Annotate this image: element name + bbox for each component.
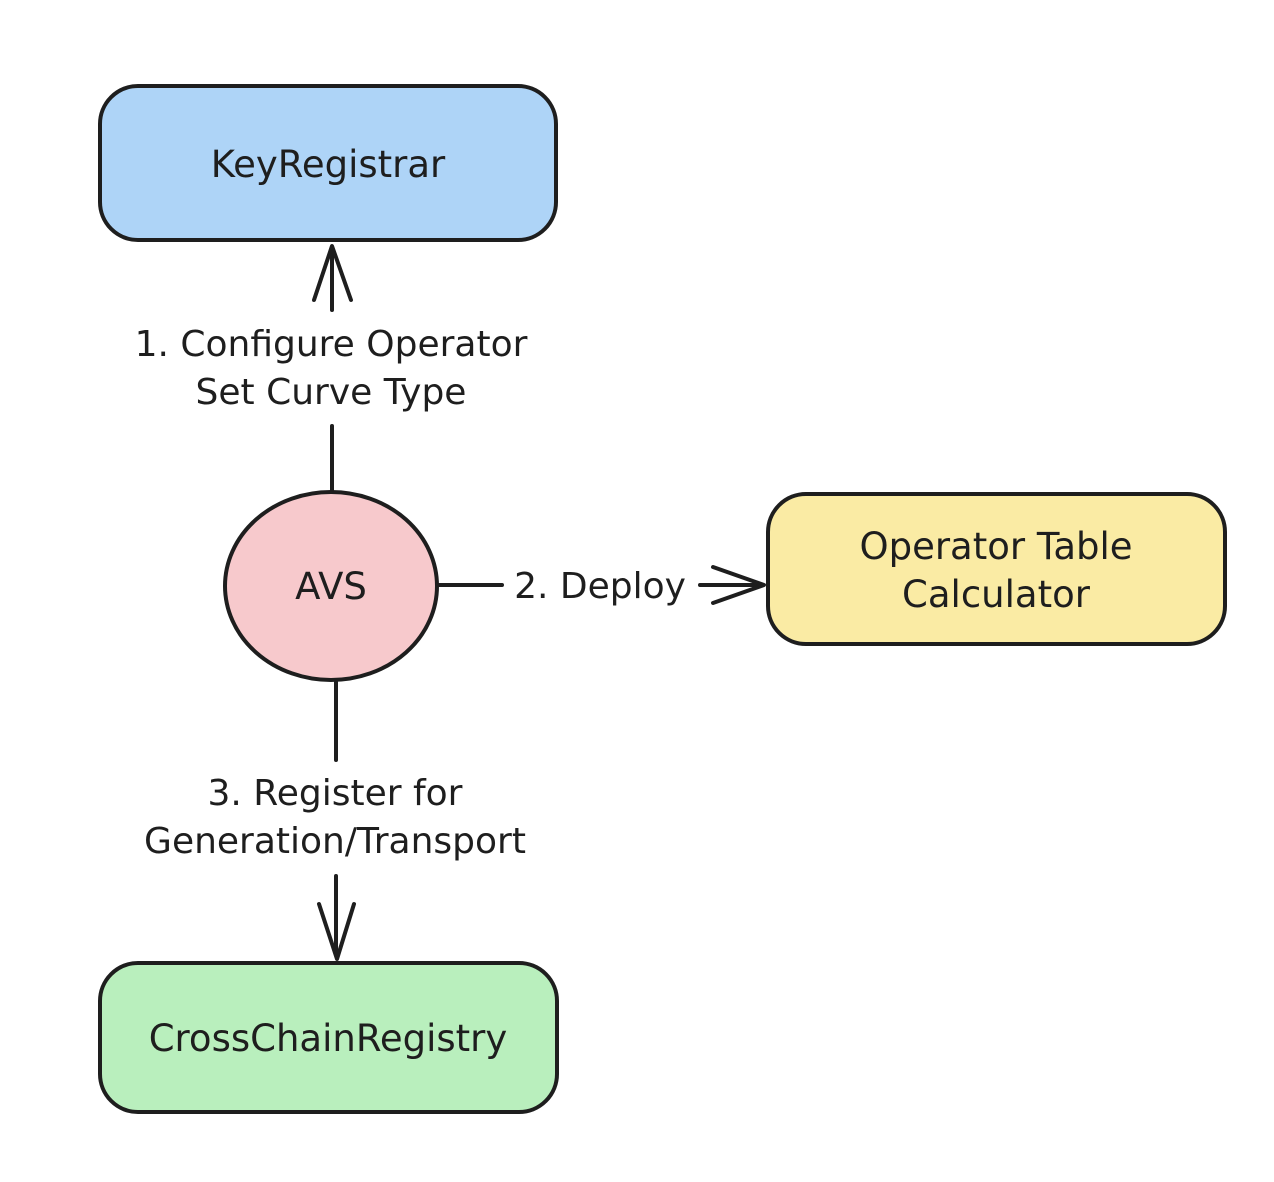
node-key-registrar-box	[98, 84, 558, 242]
edge-label-register-line1: 3. Register for	[208, 773, 463, 814]
edge-avs-to-keyregistrar: 1. Configure Operator Set Curve Type	[135, 244, 528, 494]
edge-label-register-line2: Generation/Transport	[144, 821, 526, 862]
node-operator-table-calculator-label-line2: Calculator	[902, 573, 1091, 616]
node-avs-circle	[223, 490, 439, 682]
node-cross-chain-registry-box	[98, 961, 559, 1114]
node-cross-chain-registry-label: CrossChainRegistry	[149, 1017, 508, 1060]
node-cross-chain-registry: CrossChainRegistry	[98, 961, 559, 1114]
edge-avs-to-operator-table-calculator: 2. Deploy	[435, 565, 766, 607]
edge-avs-to-crosschainregistry: 3. Register for Generation/Transport	[144, 678, 526, 961]
arrowhead-up-icon	[312, 244, 353, 302]
edge-label-configure-curve-line2: Set Curve Type	[196, 372, 467, 413]
node-operator-table-calculator-label-line1: Operator Table	[859, 525, 1132, 568]
node-operator-table-calculator: Operator Table Calculator	[766, 492, 1227, 646]
node-avs: AVS	[223, 490, 439, 682]
arrowhead-down-icon	[317, 902, 356, 961]
node-key-registrar-label: KeyRegistrar	[211, 143, 446, 186]
node-operator-table-calculator-box	[766, 492, 1227, 646]
node-avs-label: AVS	[295, 565, 367, 608]
arrowhead-right-icon	[711, 565, 766, 605]
edge-label-deploy: 2. Deploy	[514, 566, 686, 607]
edge-label-configure-curve-line1: 1. Configure Operator	[135, 324, 528, 365]
node-key-registrar: KeyRegistrar	[98, 84, 558, 242]
